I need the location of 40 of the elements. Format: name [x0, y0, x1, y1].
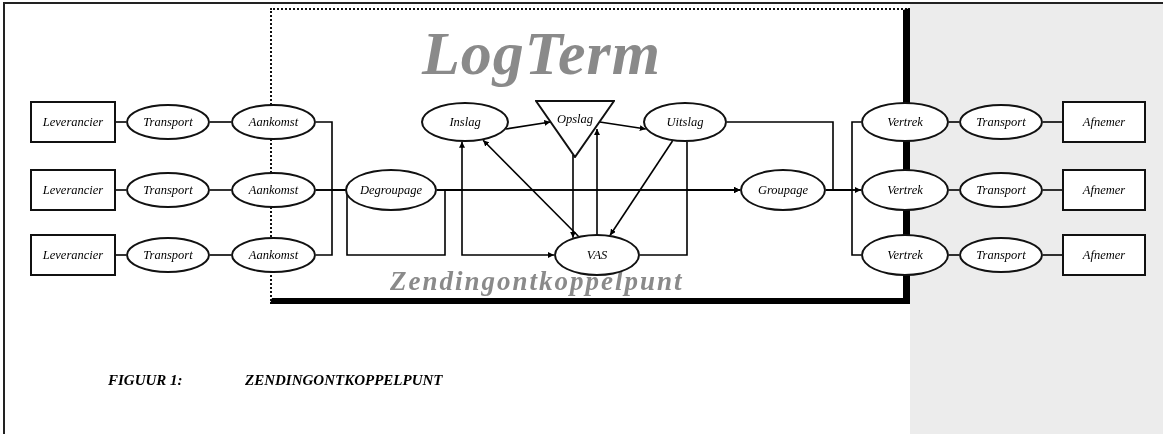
connector-line: [209, 189, 232, 191]
connector-line: [209, 254, 232, 256]
process-ellipse: Transport: [126, 172, 210, 208]
arrow: [609, 140, 674, 236]
arrow: [436, 189, 555, 258]
arrow: [594, 128, 600, 235]
connector-line: [948, 189, 960, 191]
process-ellipse: Degroupage: [345, 169, 437, 211]
figure-caption: FIGUUR 1:: [108, 372, 183, 389]
connector-line: [115, 121, 127, 123]
process-ellipse: Aankomst: [231, 172, 316, 208]
connector-line: [1042, 254, 1063, 256]
connector-line: [209, 121, 232, 123]
process-ellipse: Transport: [126, 104, 210, 140]
process-ellipse: Groupage: [740, 169, 826, 211]
arrow: [505, 119, 552, 130]
process-ellipse: Inslag: [421, 102, 509, 142]
connector-line: [115, 254, 127, 256]
party-box: Afnemer: [1062, 169, 1146, 211]
arrow: [482, 139, 580, 238]
party-box: Afnemer: [1062, 234, 1146, 276]
storage-triangle: Opslag: [535, 100, 615, 158]
arrow: [570, 154, 576, 239]
party-box: Leverancier: [30, 101, 116, 143]
arrow: [599, 121, 647, 132]
connector-line: [948, 254, 960, 256]
party-box: Leverancier: [30, 234, 116, 276]
process-ellipse: Uitslag: [643, 102, 727, 142]
party-box: Leverancier: [30, 169, 116, 211]
connector-line: [825, 189, 862, 256]
party-box: Afnemer: [1062, 101, 1146, 143]
process-ellipse: Aankomst: [231, 237, 316, 273]
connector-line: [115, 189, 127, 191]
figure-caption: ZENDINGONTKOPPELPUNT: [245, 372, 443, 389]
process-ellipse: Transport: [126, 237, 210, 273]
arrow: [639, 187, 741, 256]
connector-line: [1042, 121, 1063, 123]
connector-line: [948, 121, 960, 123]
connector-line: [1042, 189, 1063, 191]
process-ellipse: Aankomst: [231, 104, 316, 140]
